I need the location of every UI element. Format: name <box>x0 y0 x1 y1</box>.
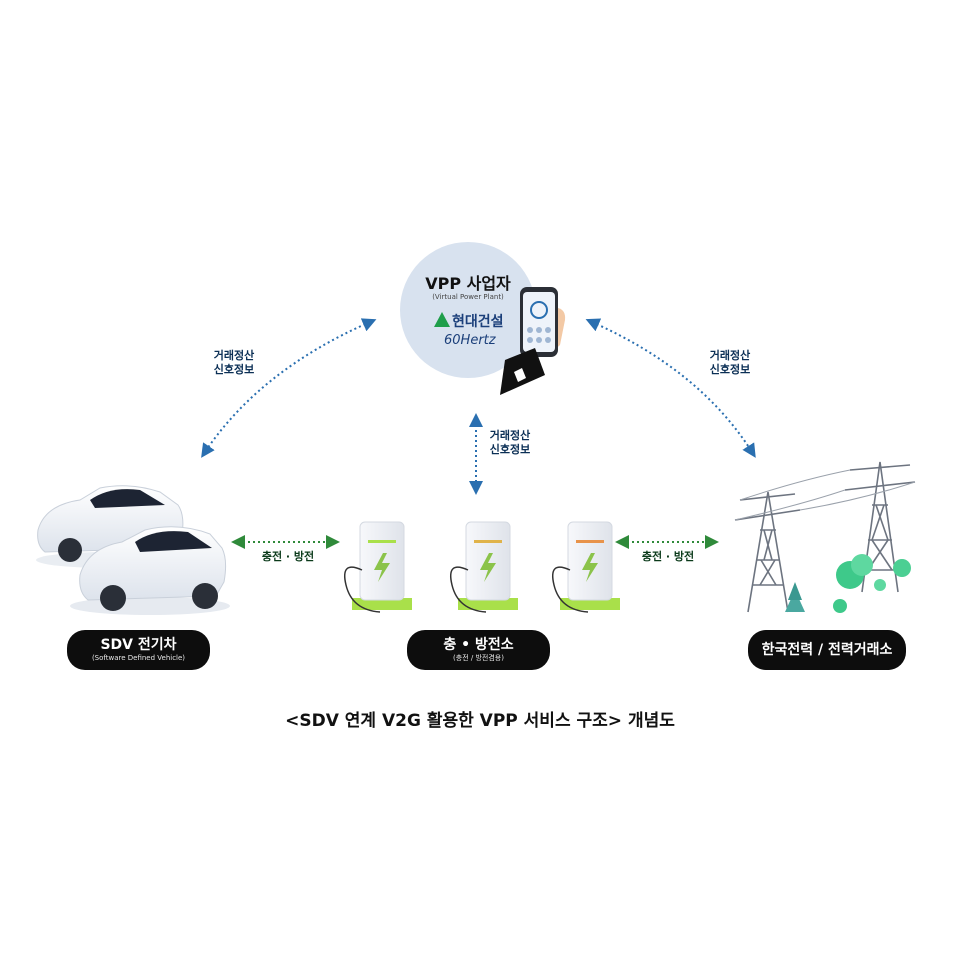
power-lines <box>734 469 916 521</box>
grid-label-pill: 한국전력 / 전력거래소 <box>748 630 906 670</box>
signal-arrow-vpp-grid <box>585 318 756 458</box>
tree-icon <box>785 554 911 613</box>
flow-label-vpp-station: 거래정산 신호정보 <box>489 429 531 456</box>
station-label-pill: 충 • 방전소 (충전 / 방전겸용) <box>407 630 550 670</box>
vpp-subtitle: (Virtual Power Plant) <box>432 293 504 301</box>
triangle-logo-icon <box>434 312 450 327</box>
ev-car-icon <box>70 526 230 615</box>
flow-label-ev-station: 충전 · 방전 <box>261 550 315 563</box>
flow-label-station-grid: 충전 · 방전 <box>641 550 695 563</box>
vpp-title: VPP 사업자 <box>425 274 511 293</box>
vpp-brand-secondary: 60Hertz <box>444 333 496 348</box>
vpp-brand-primary: 현대건설 <box>452 314 504 330</box>
ev-label: SDV 전기차 <box>100 637 177 653</box>
ev-sublabel: (Software Defined Vehicle) <box>91 654 186 662</box>
smartphone-icon <box>500 287 566 395</box>
diagram-caption: <SDV 연계 V2G 활용한 VPP 서비스 구조> 개념도 <box>285 711 675 731</box>
flow-label-vpp-ev: 거래정산 신호정보 <box>213 349 255 376</box>
station-sublabel: (충전 / 방전겸용) <box>453 654 504 662</box>
charger-icon <box>344 521 412 613</box>
station-label: 충 • 방전소 <box>443 637 514 653</box>
flow-label-vpp-grid: 거래정산 신호정보 <box>709 349 751 376</box>
vpp-circle <box>400 242 536 378</box>
signal-arrow-vpp-ev <box>201 318 377 458</box>
charger-icon <box>552 521 620 613</box>
power-tower-icon <box>734 491 801 613</box>
charger-icon <box>450 521 518 613</box>
grid-label: 한국전력 / 전력거래소 <box>761 642 893 658</box>
ev-label-pill: SDV 전기차 (Software Defined Vehicle) <box>67 630 210 670</box>
